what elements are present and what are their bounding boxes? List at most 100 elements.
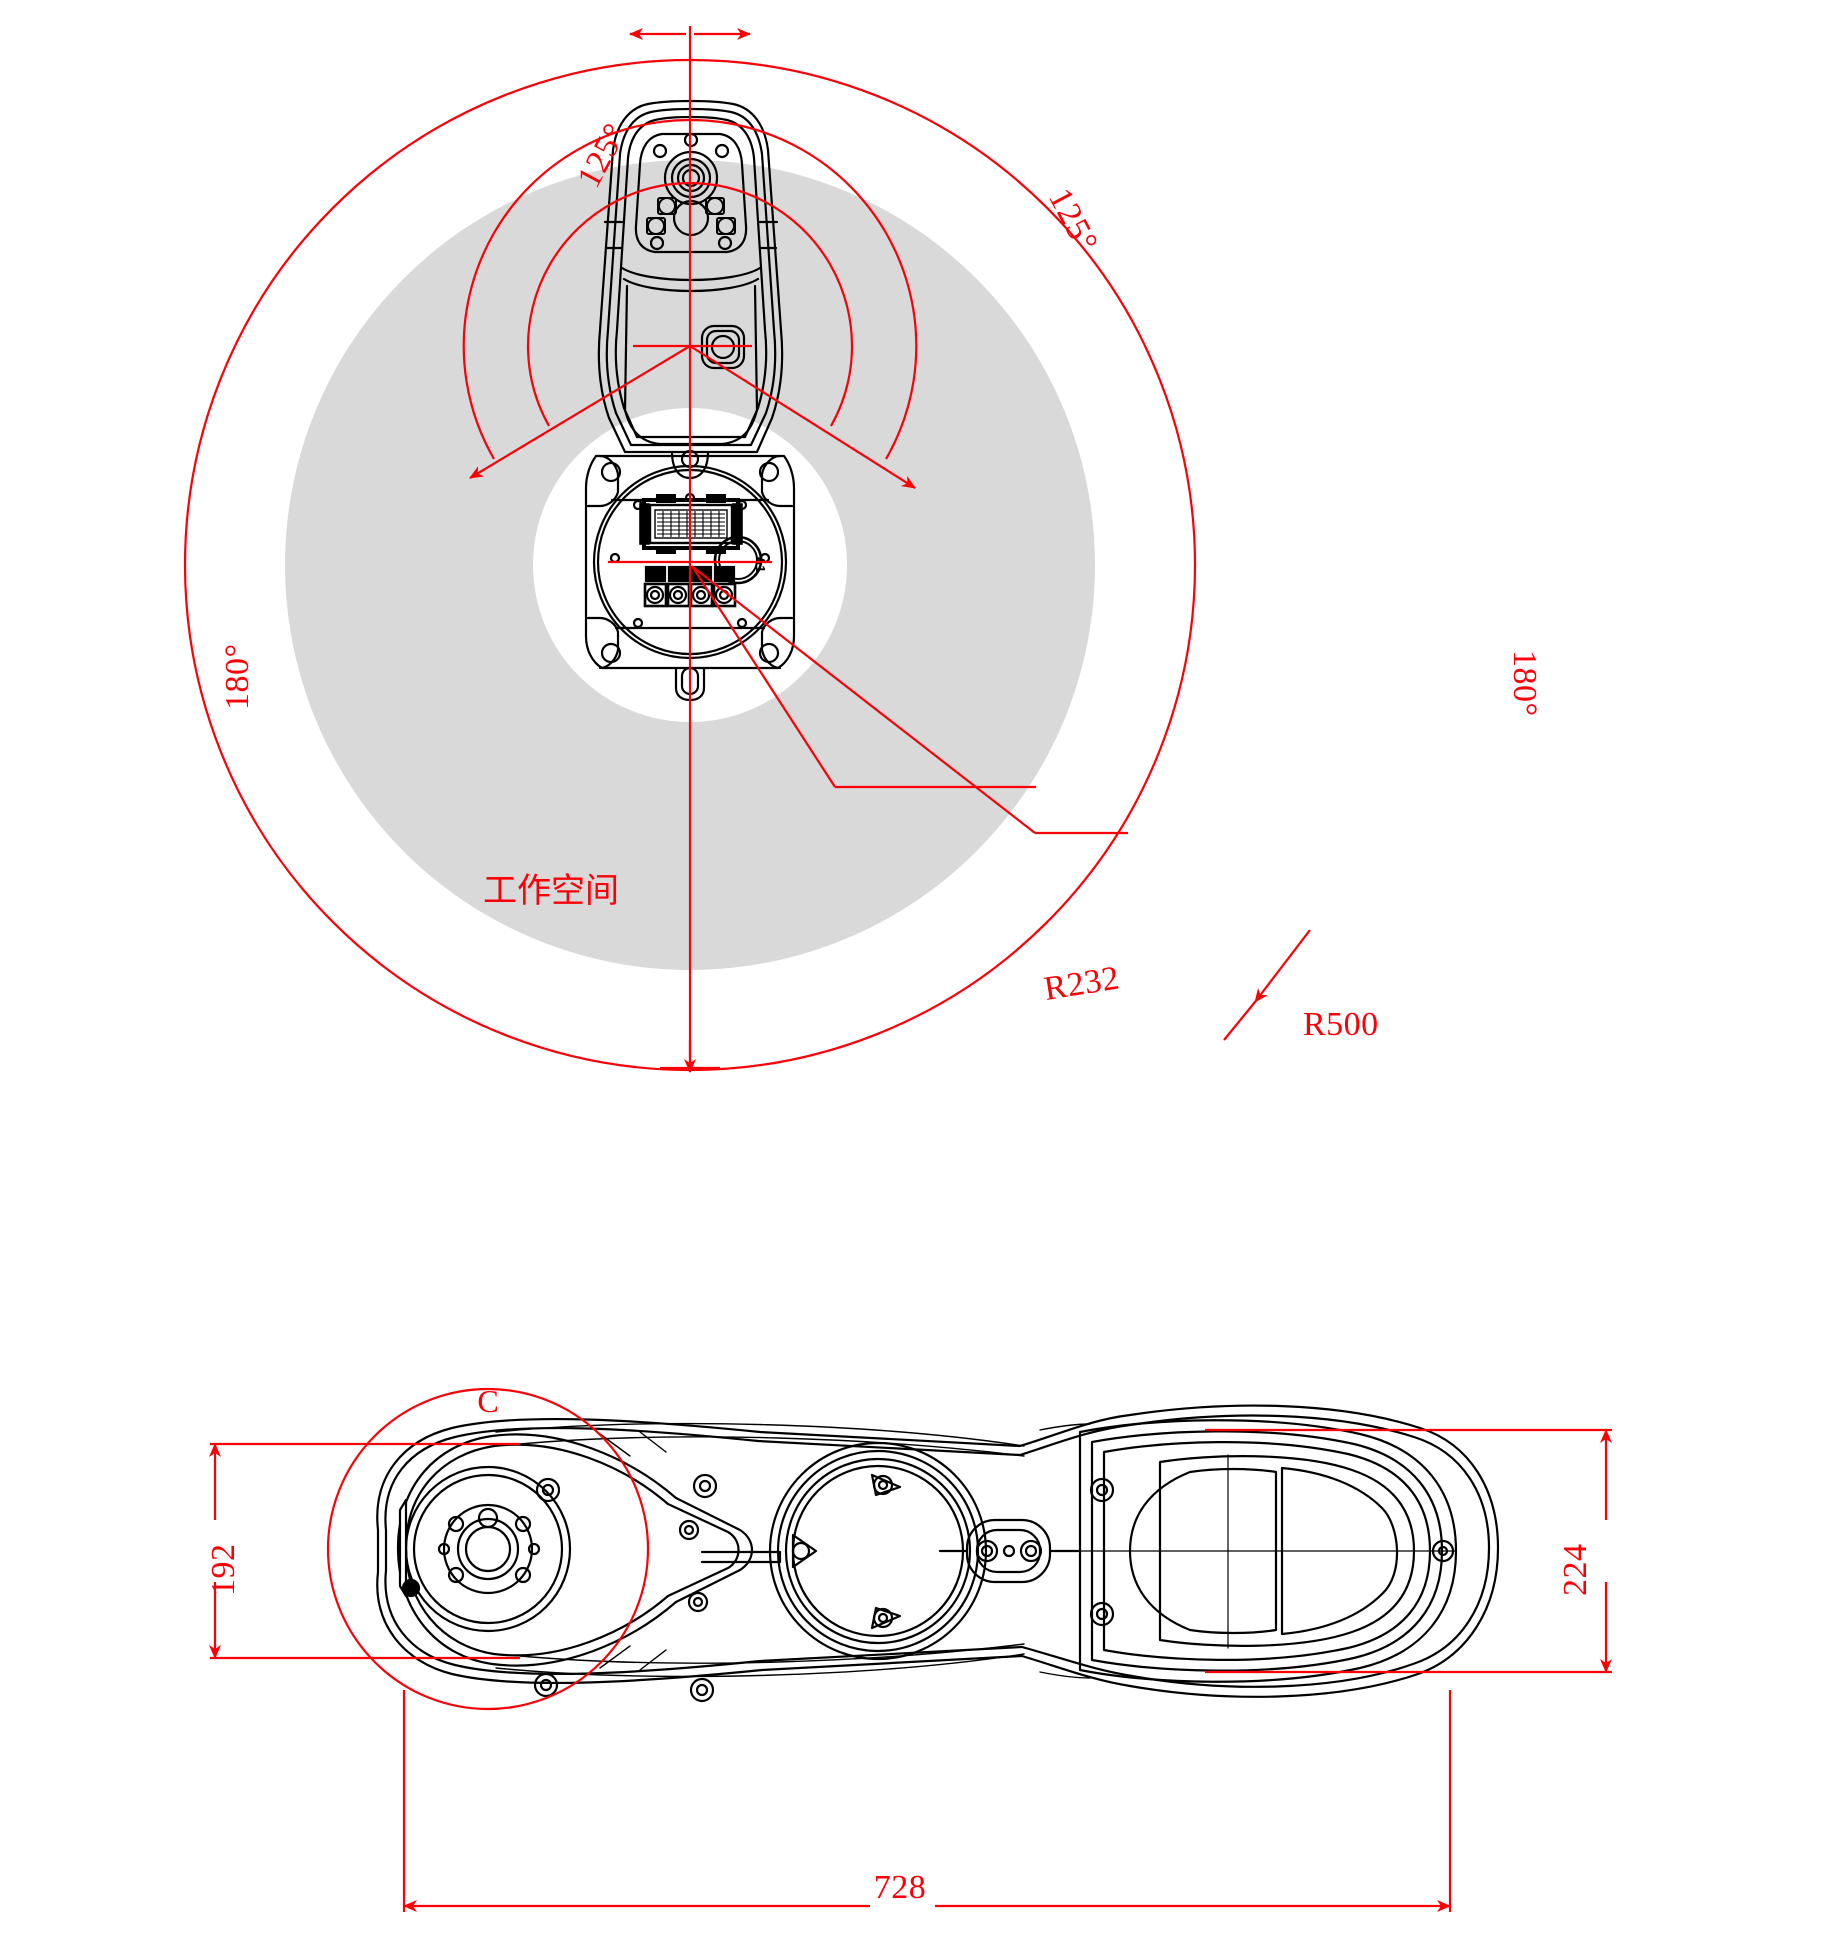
dim-height-right-label: 224: [1557, 1544, 1594, 1597]
air-fitting-2-label: [667, 565, 690, 583]
air-fitting-1: [643, 565, 668, 608]
radius-inner-label: R232: [1041, 960, 1122, 1008]
shell-seam-joint-bottom: [1039, 1671, 1091, 1679]
angle-leader-left: [469, 345, 691, 479]
dim-width-overall-label: 728: [874, 1869, 927, 1906]
tool-flange-plate: [634, 132, 748, 254]
flange-fitting-3-hex: [646, 217, 666, 235]
flange-bolt-upper-right: [714, 143, 730, 159]
j2-bolt-4: [527, 1542, 541, 1556]
flange-bolt-lower-right: [717, 235, 733, 251]
r500-arrow-to-envelope: [1254, 929, 1311, 1003]
swing-arc-inner-right: [689, 181, 854, 427]
bridge-hole-right-bore: [1024, 1544, 1038, 1558]
connector-tab-top-right: [706, 494, 726, 503]
base-lug-bottom-hole: [872, 1607, 894, 1629]
workspace-label: 工作空间: [483, 871, 619, 911]
air-fitting-1-label: [644, 565, 667, 583]
right-shell-screw-bottom: [1089, 1601, 1115, 1627]
base-bracket-corner-br: [760, 616, 794, 670]
mid-rail: [700, 1550, 782, 1564]
base-mount-hole-tr: [758, 461, 780, 483]
flange-fitting-4-hex: [716, 217, 736, 235]
bridge-hole-right: [1019, 1539, 1043, 1563]
swing-arc-inner-left: [526, 181, 691, 427]
r500-leader-line: [693, 567, 1036, 834]
connector-tab-bot-left: [656, 546, 676, 554]
j2-bolt-1: [447, 1515, 465, 1533]
flange-fitting-group: [646, 197, 736, 235]
arm-envelope-outline: [376, 1404, 1500, 1698]
j2-flange-ring-mid: [412, 1473, 564, 1625]
j2-bolt-6: [514, 1566, 532, 1584]
a1-port-label: A1: [753, 556, 768, 573]
shell-seam-bottom-1: [495, 1653, 1025, 1678]
flange-bolt-upper-left: [652, 143, 668, 159]
j2-flange-ring-bolt-circle: [442, 1503, 534, 1595]
j2-flange-ring-outer: [404, 1465, 572, 1633]
detail-callout-circle-c: [326, 1387, 650, 1711]
j2-flange-bore-outer: [456, 1517, 520, 1581]
flange-fitting-1-hex: [657, 197, 677, 215]
envelope-dimension-lines: [183, 26, 1311, 1073]
connector-latch-left: [639, 503, 650, 545]
base-index-marker: [791, 1533, 818, 1569]
a1-port-inner: [718, 540, 758, 580]
j2-dowel-hole: [477, 1507, 499, 1529]
j2-flange-bore: [464, 1525, 512, 1573]
rotation-right-label: 180°: [1506, 650, 1543, 717]
base-bracket-corner-tr: [760, 454, 794, 508]
left-arm-lobe-inner: [404, 1443, 740, 1657]
right-body-cover-inner: [1128, 1467, 1278, 1635]
bridge-hole-left-bore: [980, 1544, 994, 1558]
j2-bolt-2: [514, 1515, 532, 1533]
base-mount-hole-br: [758, 642, 780, 664]
right-shell-screw-bottom-bore: [1095, 1607, 1109, 1621]
base-cylinder-ring-3: [784, 1457, 972, 1645]
shell-seam-top-2: [519, 1436, 1025, 1457]
bridge-hole-left: [975, 1539, 999, 1563]
panel-screw-5: [736, 617, 748, 629]
flange-bolt-lower-left: [649, 235, 665, 251]
bridge-hole-center: [1002, 1544, 1016, 1558]
air-fitting-2: [666, 565, 691, 608]
bottom-view-dimensions: [209, 1387, 1612, 1912]
shell-seam-joint-top: [1039, 1423, 1091, 1431]
air-fitting-4: [712, 565, 737, 608]
left-bracket-pin: [401, 1578, 421, 1598]
shell-seam-top-1: [495, 1422, 1025, 1447]
right-body-cover-right-panel: [1280, 1466, 1399, 1636]
robot-bottom-view: [376, 1404, 1500, 1703]
left-cable-bracket: [398, 1498, 408, 1598]
right-shell-screw-top-bore: [1095, 1483, 1109, 1497]
flange-fitting-2-hex: [705, 197, 725, 215]
rotation-left-label: 180°: [219, 643, 256, 710]
r232-leader-line: [691, 565, 836, 788]
a1-port-outer: [713, 535, 763, 585]
left-arm-lobe-outer: [396, 1433, 754, 1667]
dim-height-left-label: 192: [205, 1544, 242, 1597]
shell-rib-top: [599, 1431, 667, 1457]
right-shell-screw-top: [1089, 1477, 1115, 1503]
connector-latch-right: [732, 503, 743, 545]
radius-outer-label: R500: [1303, 1006, 1379, 1043]
bridge-link: [938, 1518, 1080, 1584]
wrist-housing-inner-1: [605, 107, 777, 447]
left-shell-screws: [533, 1473, 718, 1703]
connector-tab-top-left: [656, 494, 676, 503]
base-index-hole: [791, 1541, 811, 1561]
base-mount-hole-tl: [600, 461, 622, 483]
base-mount-hole-bl: [600, 642, 622, 664]
j2-bolt-5: [447, 1566, 465, 1584]
angle-right-label: 125°: [1041, 182, 1105, 258]
wrist-housing-inner-2: [614, 115, 768, 439]
detail-callout-label-c: C: [477, 1383, 498, 1419]
panel-screw-4: [632, 617, 644, 629]
wrist-housing-outer: [597, 99, 784, 454]
angle-leader-right: [689, 345, 916, 489]
arm-envelope-outline-2: [384, 1414, 1491, 1688]
swing-arc-outer-left-125: [462, 118, 691, 460]
swing-arc-outer-right-125: [689, 118, 918, 460]
